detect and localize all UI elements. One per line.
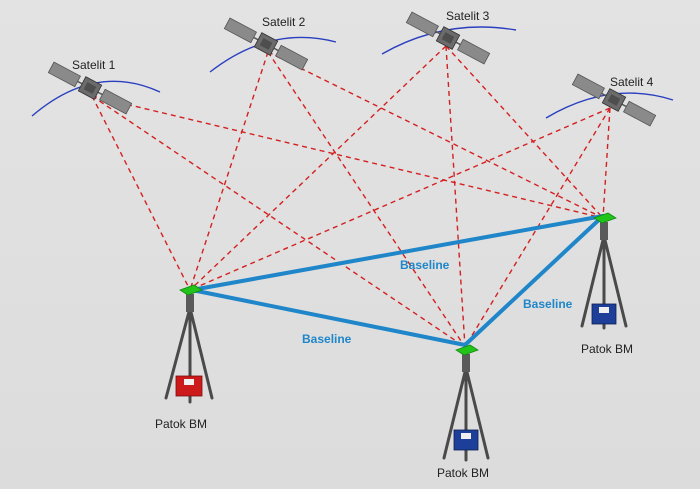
signal-line-sat1-rx2 — [91, 95, 466, 348]
gps-antenna-icon — [179, 284, 203, 296]
receiver-label-2: Patok BM — [437, 466, 489, 480]
satellite-icon — [571, 73, 657, 127]
satellite-label-4: Satelit 4 — [610, 75, 654, 89]
satellite-icon — [223, 17, 309, 71]
tripod-head-icon — [600, 222, 608, 240]
satellite-sat4 — [571, 73, 657, 127]
satellite-label-1: Satelit 1 — [72, 58, 116, 72]
signal-line-sat3-rx3 — [445, 45, 604, 219]
receiver-rx1 — [164, 284, 214, 404]
signal-line-sat2-rx1 — [189, 51, 269, 291]
tripod-head-icon — [186, 294, 194, 312]
signal-line-sat4-rx1 — [189, 107, 611, 291]
baseline-label-3: Baseline — [523, 297, 573, 311]
receiver-rx3 — [580, 212, 628, 330]
satellite-label-2: Satelit 2 — [262, 15, 306, 29]
signal-line-sat1-rx1 — [91, 95, 191, 291]
receiver-rx2 — [442, 344, 490, 462]
receiver-label-1: Patok BM — [155, 417, 207, 431]
signal-line-sat3-rx2 — [445, 45, 466, 348]
baseline-line-3 — [463, 214, 605, 347]
satellite-sat1 — [47, 61, 133, 115]
tripod-head-icon — [462, 354, 470, 372]
baseline-label-2: Baseline — [302, 332, 352, 346]
satellite-icon — [405, 11, 491, 65]
baseline-label-1: Baseline — [400, 258, 450, 272]
receiver-case-icon — [591, 303, 617, 325]
receiver-case-icon — [175, 375, 203, 397]
baseline-line-2 — [190, 288, 467, 347]
signal-line-sat2-rx3 — [267, 51, 604, 219]
baseline-line-1 — [190, 214, 605, 292]
baselines — [190, 214, 605, 347]
gps-antenna-icon — [455, 344, 479, 356]
satellite-sat2 — [223, 17, 309, 71]
signal-line-sat1-rx3 — [91, 95, 604, 219]
signal-line-sat2-rx2 — [267, 51, 466, 348]
gps-antenna-icon — [593, 212, 617, 224]
signal-line-sat4-rx3 — [602, 107, 611, 219]
receiver-label-3: Patok BM — [581, 342, 633, 356]
satellite-sat3 — [405, 11, 491, 65]
signal-line-sat3-rx1 — [189, 45, 447, 291]
receiver-case-icon — [453, 429, 479, 451]
satellite-label-3: Satelit 3 — [446, 9, 490, 23]
satellite-icon — [47, 61, 133, 115]
